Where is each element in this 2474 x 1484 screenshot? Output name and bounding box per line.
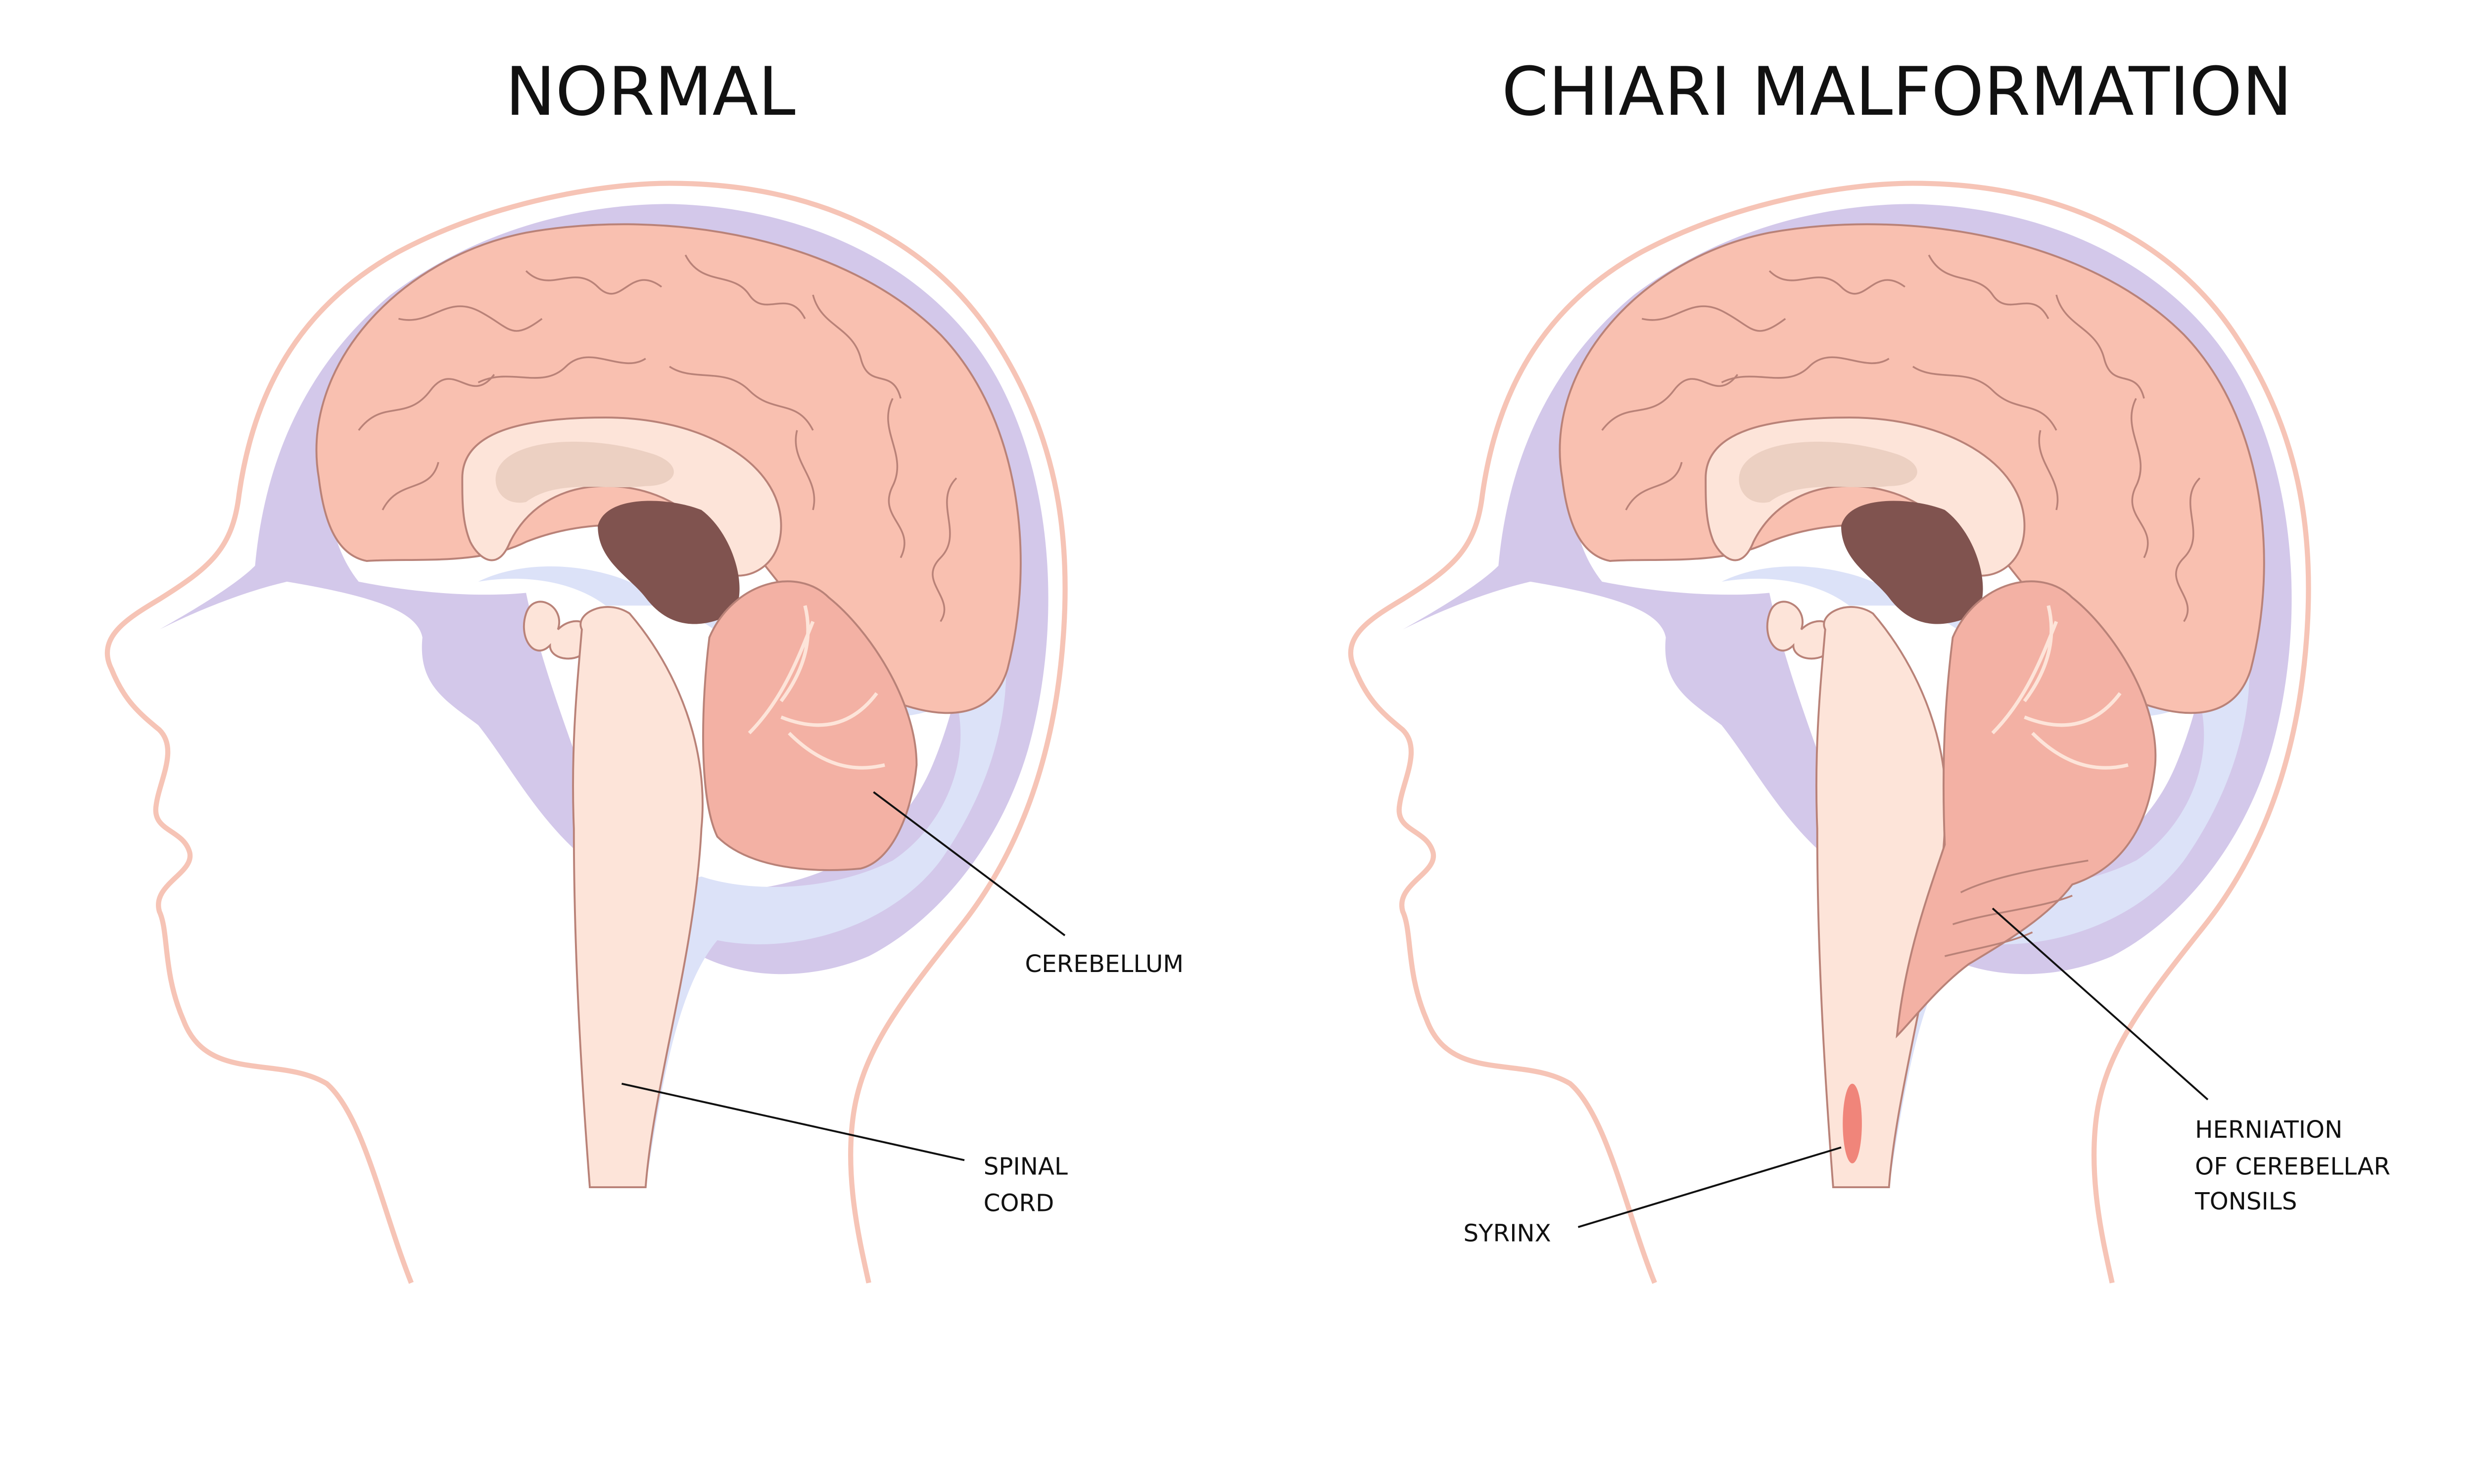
syrinx-shape	[1843, 1083, 1862, 1163]
panel-title-chiari: CHIARI MALFORMATION	[1502, 52, 2292, 131]
label-cord: CORD	[984, 1189, 1054, 1217]
label-herniation-1: HERNIATION	[2195, 1116, 2342, 1144]
panel-normal: NORMAL CEREBELLUM SPINAL CORD	[107, 52, 1184, 1283]
chiari-comparison-diagram: NORMAL CEREBELLUM SPINAL CORD CHIARI MAL…	[0, 52, 2390, 1331]
label-spinal: SPINAL	[984, 1153, 1068, 1180]
label-herniation-3: TONSILS	[2194, 1188, 2297, 1215]
herniation-leader-line	[1992, 907, 2209, 1101]
panel-title-normal: NORMAL	[505, 52, 795, 131]
cerebellum-leader-line	[873, 791, 1066, 936]
syrinx-leader-line	[1577, 1146, 1842, 1228]
label-herniation-2: OF CEREBELLAR	[2195, 1153, 2390, 1180]
head-illustration	[1351, 183, 2309, 1283]
label-cerebellum: CEREBELLUM	[1025, 950, 1184, 978]
label-syrinx: SYRINX	[1463, 1220, 1551, 1248]
panel-chiari: CHIARI MALFORMATION SYRINX HERNIATION OF…	[1351, 52, 2390, 1283]
head-illustration	[107, 183, 1065, 1283]
spinal-cord-leader-line	[621, 1082, 965, 1161]
